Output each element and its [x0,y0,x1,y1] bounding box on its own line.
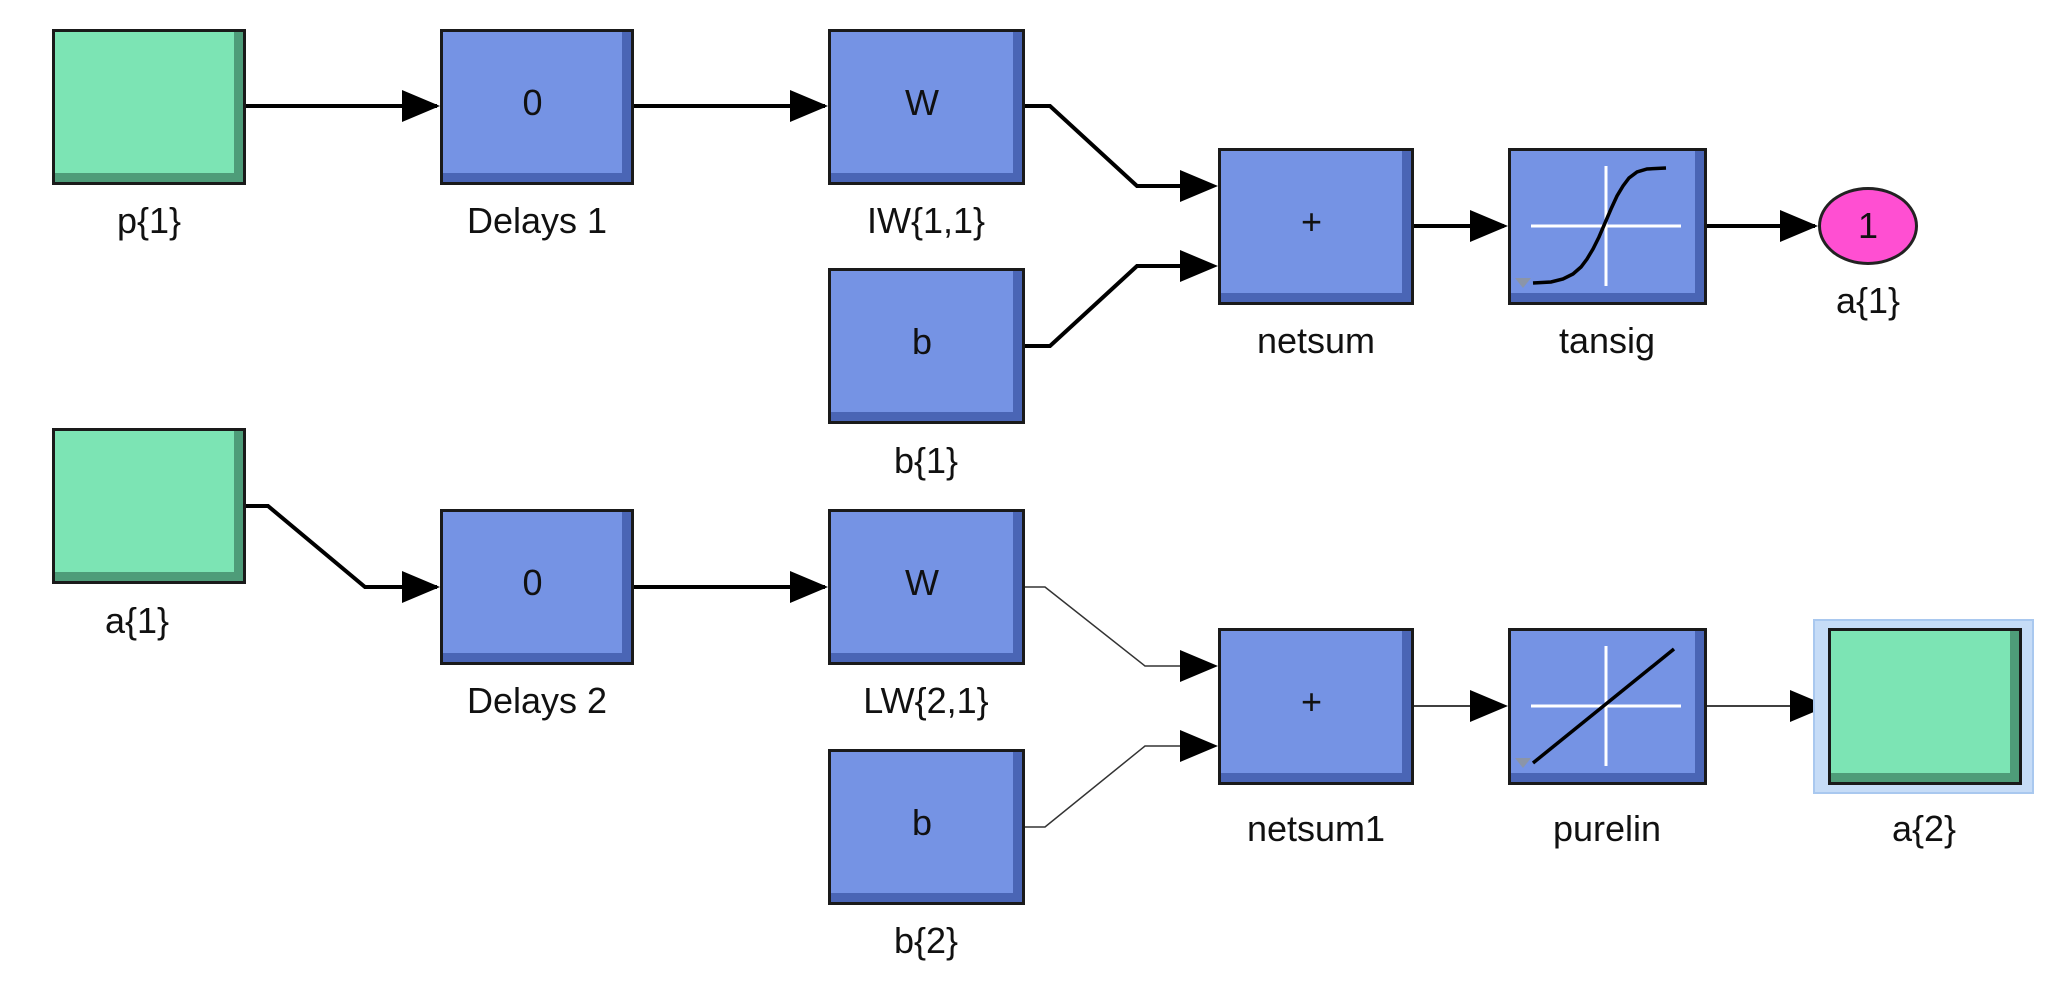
p1-label: p{1} [116,200,182,241]
iw11-weight-block[interactable]: W [828,29,1025,185]
signal-a1-to-delays2[interactable] [246,504,437,589]
b2-bias-block[interactable]: b [828,749,1025,905]
iw11-label: IW{1,1} [866,200,986,241]
p1-input-block[interactable] [52,29,246,185]
iw11-text: W [905,81,939,123]
delays1-label: Delays 1 [466,200,608,241]
tansig-curve-icon [1531,166,1681,286]
delays2-label: Delays 2 [466,680,608,721]
b1-text: b [911,320,933,362]
b1-label: b{1} [893,440,959,481]
tansig-port-arrow-icon [1515,278,1531,288]
b1-bias-block[interactable]: b [828,268,1025,424]
delays2-text: 0 [522,561,543,603]
output-port-1[interactable]: 1 [1818,187,1918,265]
netsum1-label: netsum1 [1246,808,1386,849]
tansig-block[interactable] [1508,148,1707,305]
purelin-line-icon [1531,646,1681,766]
lw21-weight-block[interactable]: W [828,509,1025,665]
a1-label: a{1} [104,600,170,641]
a2-label: a{2} [1891,808,1957,849]
lw21-label: LW{2,1} [863,680,989,721]
purelin-block[interactable] [1508,628,1707,785]
delays2-block[interactable]: 0 [440,509,634,665]
a1-input-block[interactable] [52,428,246,584]
purelin-label: purelin [1552,808,1662,849]
netsum1-block[interactable]: + [1218,628,1414,785]
lw21-text: W [905,561,939,603]
b2-label: b{2} [893,920,959,961]
delays1-text: 0 [522,81,543,123]
signal-lw-to-netsum1[interactable] [1025,586,1213,667]
a2-output-block[interactable] [1828,628,2022,785]
purelin-port-arrow-icon [1515,758,1531,768]
output-port-1-label: a{1} [1835,280,1901,321]
netsum-text: + [1300,201,1323,242]
netsum-block[interactable]: + [1218,148,1414,305]
tansig-label: tansig [1558,320,1656,361]
netsum1-text: + [1300,681,1323,722]
signal-b1-to-netsum[interactable] [1025,264,1213,348]
delays1-block[interactable]: 0 [440,29,634,185]
signal-b2-to-netsum1[interactable] [1025,745,1213,828]
b2-text: b [911,801,933,843]
netsum-label: netsum [1256,320,1376,361]
signal-iw-to-netsum[interactable] [1025,104,1213,188]
output-port-1-number: 1 [1857,205,1879,246]
